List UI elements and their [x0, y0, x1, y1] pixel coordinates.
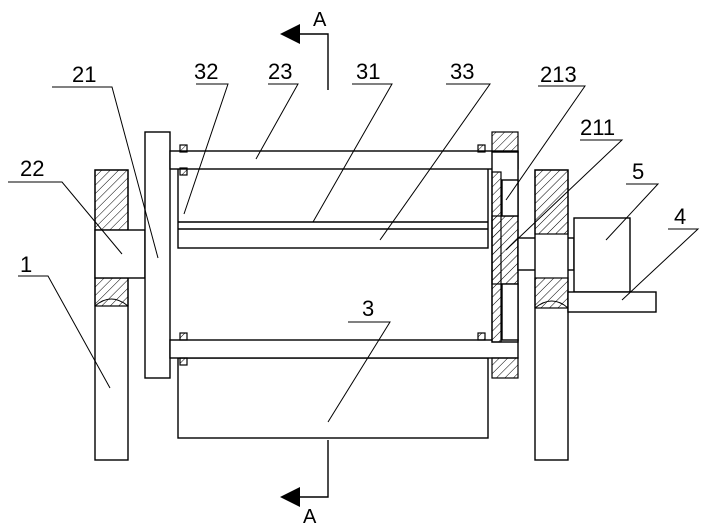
- label-211: 211: [580, 115, 615, 140]
- left-support-frame: [95, 170, 128, 460]
- label-32: 32: [194, 59, 218, 84]
- label-31: 31: [356, 59, 380, 84]
- right-hub-hatch: [492, 216, 518, 284]
- section-line-a-a: A A: [280, 9, 328, 528]
- section-label-top: A: [313, 9, 327, 31]
- motor: [574, 218, 630, 292]
- label-5: 5: [632, 159, 644, 184]
- right-flange-hatch-top: [492, 132, 518, 152]
- label-22: 22: [20, 156, 44, 181]
- label-1: 1: [20, 252, 32, 277]
- right-flange-hatch-bottom: [492, 358, 518, 378]
- left-bearing-hatch-top: [95, 170, 128, 230]
- section-arrow-bottom: [280, 487, 300, 507]
- label-213: 213: [540, 62, 577, 87]
- right-flange-assembly: [492, 132, 518, 378]
- section-arrow-top: [280, 24, 300, 44]
- label-3: 3: [362, 296, 374, 321]
- upper-drum: [178, 168, 488, 248]
- mounting-plate: [568, 292, 656, 312]
- right-support-frame: [535, 170, 568, 460]
- label-23: 23: [268, 59, 292, 84]
- label-33: 33: [450, 59, 474, 84]
- section-label-bottom: A: [303, 506, 317, 528]
- lower-drum: [178, 358, 488, 438]
- label-4: 4: [674, 204, 686, 229]
- label-21: 21: [72, 62, 96, 87]
- left-shaft: [95, 230, 145, 278]
